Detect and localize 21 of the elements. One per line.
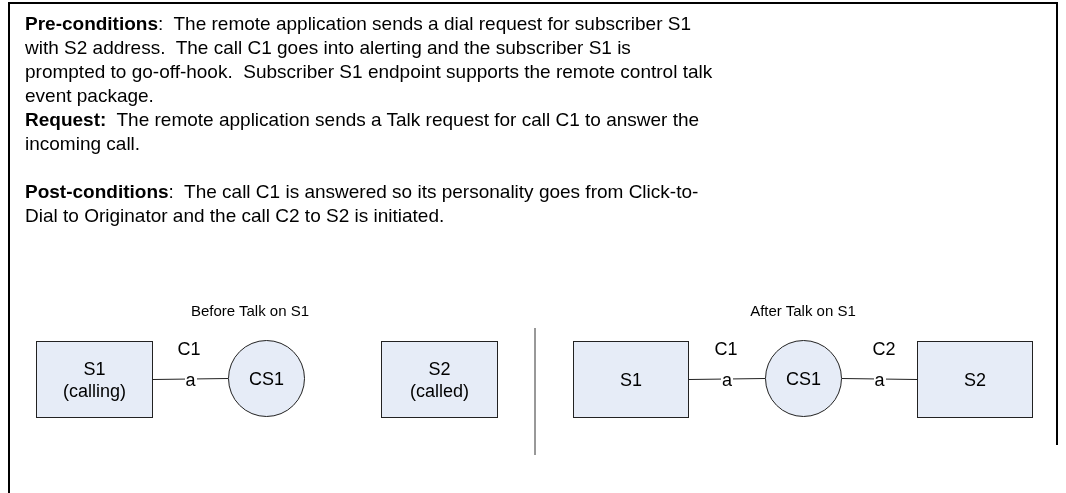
subscriber-box: [381, 341, 498, 418]
node-label: CS1: [249, 367, 284, 390]
subscriber-box: [573, 341, 689, 418]
node-label: S2 (called): [409, 357, 470, 402]
subscriber-box: [917, 341, 1033, 418]
call-label: C1: [177, 339, 201, 360]
description-paragraph: Request: The remote application sends a Talk request for call C1 to answer the incoming call.: [25, 108, 701, 156]
node-label: S1: [620, 368, 642, 391]
description-paragraph: Post-conditions: The call C1 is answered so its personality goes from Click-to-Dial to Originator and the call C2 to S2 is initiated.: [25, 180, 700, 228]
connector-line: [688, 378, 766, 380]
call-label: C2: [872, 339, 896, 360]
node-label: CS1: [786, 367, 821, 390]
description-paragraph: Pre-conditions: The remote application sends a dial request for subscriber S1 with S2 address. The call C1 goes into alerting and the subscriber S1 is prompted to go-off-hook. Subscriber S1 endpoint supports the remote control talk event package.: [25, 12, 714, 108]
call-label: C1: [714, 339, 738, 360]
panel-heading: After Talk on S1: [750, 302, 856, 319]
subscriber-box: [36, 341, 153, 418]
node-label: S1 (calling): [62, 357, 127, 402]
node-label: S2: [964, 368, 986, 391]
connector-line: [841, 378, 918, 380]
connector-line: [152, 378, 229, 380]
panel-heading: Before Talk on S1: [190, 302, 310, 319]
